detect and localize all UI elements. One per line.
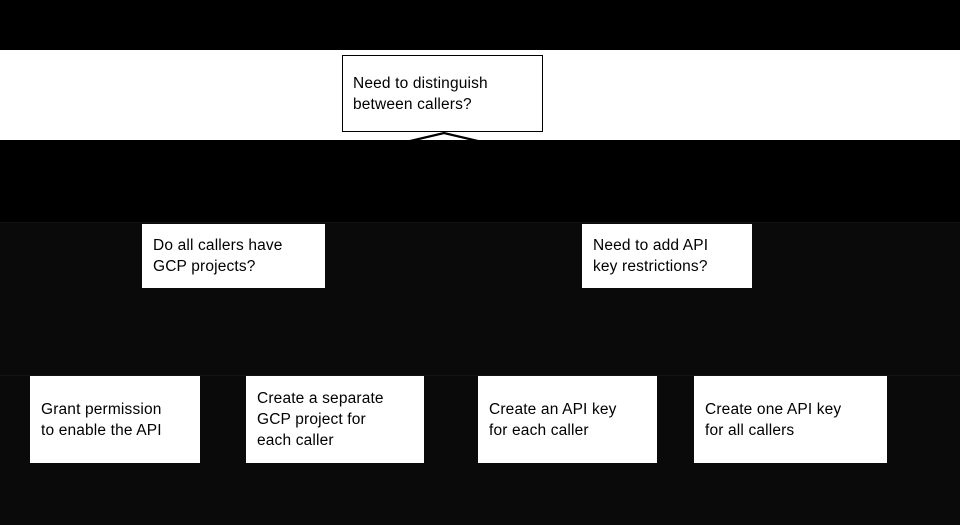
node-grant-permission-outcome-label: Grant permission to enable the API	[41, 400, 162, 439]
node-api-key-restrictions-decision[interactable]: Need to add API key restrictions?	[582, 224, 752, 288]
node-api-key-each-caller-outcome[interactable]: Create an API key for each caller	[478, 376, 657, 463]
node-gcp-projects-decision-label: Do all callers have GCP projects?	[153, 237, 283, 275]
node-gcp-projects-decision[interactable]: Do all callers have GCP projects?	[142, 224, 325, 288]
row3-band-separator	[0, 375, 960, 376]
row2-band-separator	[0, 222, 960, 223]
node-root-decision[interactable]: Need to distinguish between callers?	[342, 55, 543, 132]
node-separate-project-outcome-label: Create a separate GCP project for each c…	[257, 390, 384, 449]
node-api-key-each-caller-outcome-label: Create an API key for each caller	[489, 400, 617, 439]
node-grant-permission-outcome[interactable]: Grant permission to enable the API	[30, 376, 200, 463]
node-api-key-all-callers-outcome-label: Create one API key for all callers	[705, 400, 842, 439]
node-api-key-restrictions-decision-label: Need to add API key restrictions?	[593, 237, 709, 275]
node-api-key-all-callers-outcome[interactable]: Create one API key for all callers	[694, 376, 887, 463]
node-root-decision-label: Need to distinguish between callers?	[353, 74, 488, 113]
node-separate-project-outcome[interactable]: Create a separate GCP project for each c…	[246, 376, 424, 463]
